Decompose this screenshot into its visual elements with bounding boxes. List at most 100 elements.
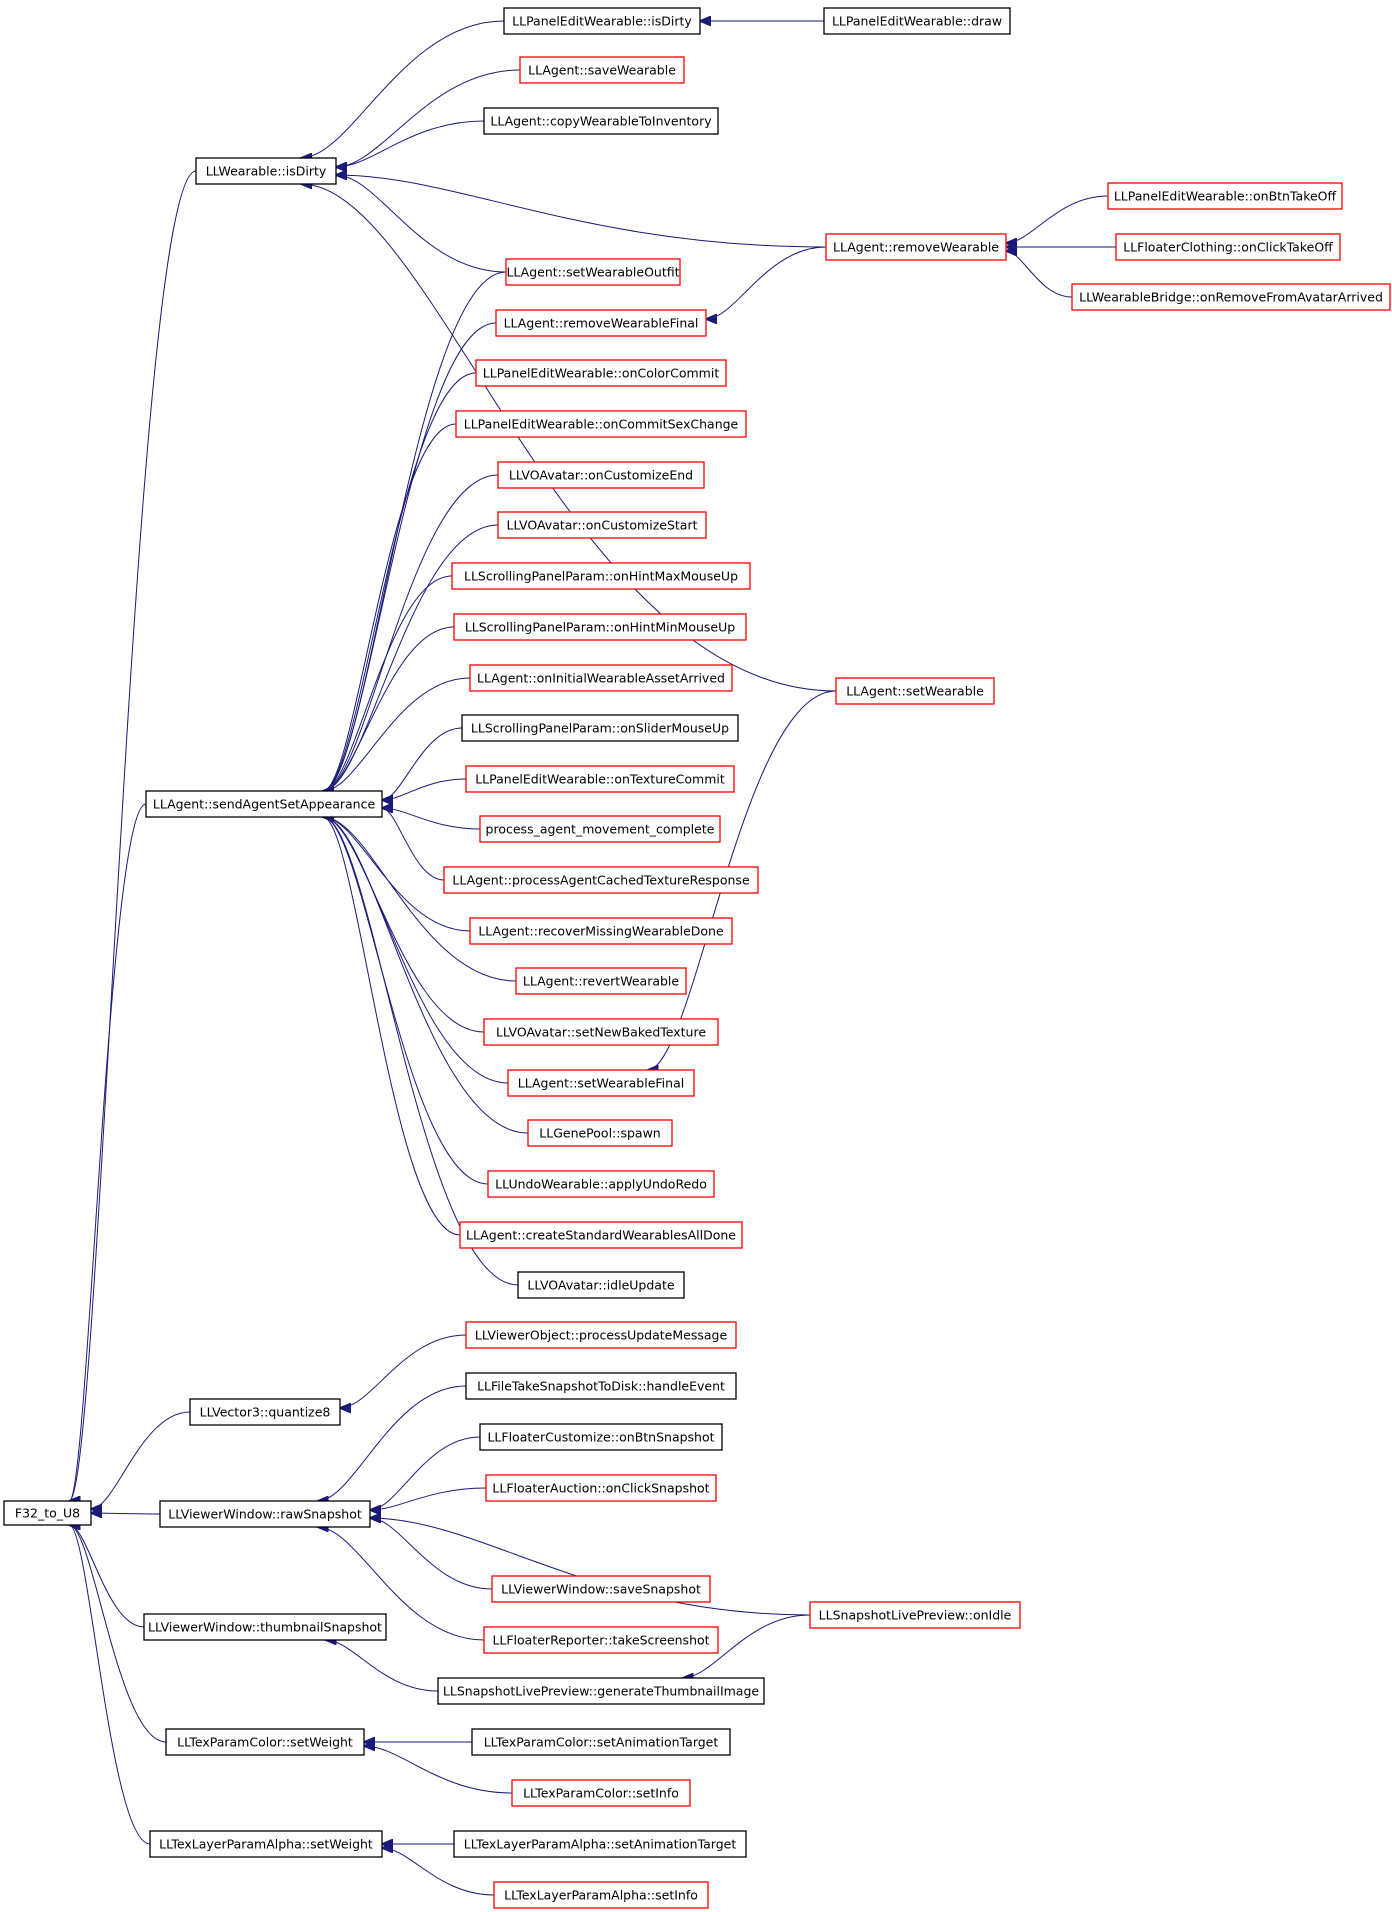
node-llagent_removewearable[interactable]: LLAgent::removeWearable [825, 233, 1007, 261]
node-f32_to_u8[interactable]: F32_to_U8 [3, 1500, 92, 1526]
node-llpaneleditwearable_onbtntakeoff[interactable]: LLPanelEditWearable::onBtnTakeOff [1107, 182, 1343, 210]
node-box[interactable] [159, 1500, 371, 1528]
node-box[interactable] [515, 967, 687, 995]
node-llvector3_quantize8[interactable]: LLVector3::quantize8 [189, 1398, 341, 1426]
node-box[interactable] [1071, 283, 1391, 311]
node-box[interactable] [809, 1601, 1021, 1629]
node-box[interactable] [465, 765, 735, 793]
node-llagent_setwearablefinal[interactable]: LLAgent::setWearableFinal [507, 1069, 695, 1097]
node-box[interactable] [483, 1626, 719, 1654]
node-llviewerwindow_thumbnailsnapshot[interactable]: LLViewerWindow::thumbnailSnapshot [143, 1613, 387, 1641]
node-box[interactable] [455, 410, 747, 438]
node-box[interactable] [451, 562, 751, 590]
node-box[interactable] [497, 511, 707, 539]
node-llagent_sendagentsetappearance[interactable]: LLAgent::sendAgentSetAppearance [145, 790, 383, 818]
node-llagent_savewearable[interactable]: LLAgent::saveWearable [519, 56, 685, 84]
node-lltexlayerparamalpha_setanimationtarget[interactable]: LLTexLayerParamAlpha::setAnimationTarget [453, 1830, 747, 1858]
node-llpaneleditwearable_draw[interactable]: LLPanelEditWearable::draw [823, 7, 1011, 35]
node-box[interactable] [493, 1881, 709, 1909]
node-box[interactable] [469, 664, 733, 692]
node-llpaneleditwearable_oncommitsexchange[interactable]: LLPanelEditWearable::onCommitSexChange [455, 410, 747, 438]
node-box[interactable] [495, 309, 707, 337]
node-box[interactable] [1107, 182, 1343, 210]
node-box[interactable] [143, 1613, 387, 1641]
node-box[interactable] [195, 157, 337, 185]
node-llagent_removewearablefinal[interactable]: LLAgent::removeWearableFinal [495, 309, 707, 337]
node-box[interactable] [497, 461, 705, 489]
node-llagent_recovermissingwearabledone[interactable]: LLAgent::recoverMissingWearableDone [469, 917, 733, 945]
node-box[interactable] [459, 1221, 743, 1249]
node-llscrollingpanelparam_onhintminmouseup[interactable]: LLScrollingPanelParam::onHintMinMouseUp [453, 613, 747, 641]
node-llfloatercustomize_onbtnsnapshot[interactable]: LLFloaterCustomize::onBtnSnapshot [479, 1423, 723, 1451]
node-box[interactable] [149, 1830, 383, 1858]
node-box[interactable] [465, 1321, 737, 1349]
node-box[interactable] [823, 7, 1011, 35]
node-box[interactable] [471, 1728, 731, 1756]
node-box[interactable] [503, 7, 701, 35]
node-llwearablebridge_onremovefromavatararrived[interactable]: LLWearableBridge::onRemoveFromAvatarArri… [1071, 283, 1391, 311]
node-box[interactable] [835, 677, 995, 705]
node-lltexparamcolor_setinfo[interactable]: LLTexParamColor::setInfo [511, 1779, 691, 1807]
node-box[interactable] [3, 1500, 92, 1526]
node-llagent_oninitialwearableassetarrived[interactable]: LLAgent::onInitialWearableAssetArrived [469, 664, 733, 692]
node-llagent_createstandardwearablesalldone[interactable]: LLAgent::createStandardWearablesAllDone [459, 1221, 743, 1249]
node-llpaneleditwearable_isdirty[interactable]: LLPanelEditWearable::isDirty [503, 7, 701, 35]
node-llfloaterclothing_onclicktakeoff[interactable]: LLFloaterClothing::onClickTakeOff [1115, 233, 1341, 261]
node-llscrollingpanelparam_onhintmaxmouseup[interactable]: LLScrollingPanelParam::onHintMaxMouseUp [451, 562, 751, 590]
node-box[interactable] [453, 613, 747, 641]
node-llvoavatar_setnewbakedtexture[interactable]: LLVOAvatar::setNewBakedTexture [483, 1018, 719, 1046]
node-llsnapshotlivepreview_generatethumbnailimage[interactable]: LLSnapshotLivePreview::generateThumbnail… [437, 1677, 765, 1705]
node-llvoavatar_idleupdate[interactable]: LLVOAvatar::idleUpdate [517, 1271, 685, 1299]
node-box[interactable] [479, 815, 721, 843]
node-box[interactable] [465, 1372, 737, 1400]
node-llagent_setwearableoutfit[interactable]: LLAgent::setWearableOutfit [505, 258, 681, 286]
node-box[interactable] [189, 1398, 341, 1426]
node-llpaneleditwearable_oncolorcommit[interactable]: LLPanelEditWearable::onColorCommit [475, 359, 727, 387]
node-llagent_processagentcachedtextureresponse[interactable]: LLAgent::processAgentCachedTextureRespon… [443, 866, 759, 894]
node-llfloaterreporter_takescreenshot[interactable]: LLFloaterReporter::takeScreenshot [483, 1626, 719, 1654]
node-llagent_setwearable[interactable]: LLAgent::setWearable [835, 677, 995, 705]
node-llviewerwindow_savesnapshot[interactable]: LLViewerWindow::saveSnapshot [491, 1575, 711, 1603]
node-llagent_copywearabletoinventory[interactable]: LLAgent::copyWearableToInventory [483, 107, 719, 135]
node-llsnapshotlivepreview_onidle[interactable]: LLSnapshotLivePreview::onIdle [809, 1601, 1021, 1629]
node-box[interactable] [517, 1271, 685, 1299]
node-llundowearable_applyundoredo[interactable]: LLUndoWearable::applyUndoRedo [487, 1170, 715, 1198]
node-process_agent_movement_complete[interactable]: process_agent_movement_complete [479, 815, 721, 843]
node-llwearable_isdirty[interactable]: LLWearable::isDirty [195, 157, 337, 185]
node-llvoavatar_oncustomizestart[interactable]: LLVOAvatar::onCustomizeStart [497, 511, 707, 539]
node-box[interactable] [519, 56, 685, 84]
node-box[interactable] [491, 1575, 711, 1603]
node-box[interactable] [507, 1069, 695, 1097]
node-lltexparamcolor_setanimationtarget[interactable]: LLTexParamColor::setAnimationTarget [471, 1728, 731, 1756]
node-box[interactable] [475, 359, 727, 387]
node-llpaneleditwearable_ontexturecommit[interactable]: LLPanelEditWearable::onTextureCommit [465, 765, 735, 793]
node-box[interactable] [145, 790, 383, 818]
node-lltexlayerparamalpha_setweight[interactable]: LLTexLayerParamAlpha::setWeight [149, 1830, 383, 1858]
node-box[interactable] [505, 258, 681, 286]
node-llagent_revertwearable[interactable]: LLAgent::revertWearable [515, 967, 687, 995]
node-llviewerwindow_rawsnapshot[interactable]: LLViewerWindow::rawSnapshot [159, 1500, 371, 1528]
node-llfiletakesnapshottodisk_handleevent[interactable]: LLFileTakeSnapshotToDisk::handleEvent [465, 1372, 737, 1400]
node-box[interactable] [443, 866, 759, 894]
node-llscrollingpanelparam_onslidermouseup[interactable]: LLScrollingPanelParam::onSliderMouseUp [461, 714, 739, 742]
node-box[interactable] [165, 1728, 365, 1756]
node-box[interactable] [511, 1779, 691, 1807]
node-box[interactable] [483, 107, 719, 135]
node-box[interactable] [461, 714, 739, 742]
node-box[interactable] [487, 1170, 715, 1198]
node-box[interactable] [437, 1677, 765, 1705]
node-lltexparamcolor_setweight[interactable]: LLTexParamColor::setWeight [165, 1728, 365, 1756]
node-box[interactable] [527, 1119, 673, 1147]
node-llgenepool_spawn[interactable]: LLGenePool::spawn [527, 1119, 673, 1147]
node-box[interactable] [483, 1018, 719, 1046]
node-llfloaterauction_onclicksnapshot[interactable]: LLFloaterAuction::onClickSnapshot [485, 1474, 717, 1502]
node-box[interactable] [469, 917, 733, 945]
node-box[interactable] [825, 233, 1007, 261]
node-llviewerobject_processupdatemessage[interactable]: LLViewerObject::processUpdateMessage [465, 1321, 737, 1349]
node-box[interactable] [453, 1830, 747, 1858]
node-lltexlayerparamalpha_setinfo[interactable]: LLTexLayerParamAlpha::setInfo [493, 1881, 709, 1909]
node-llvoavatar_oncustomizeend[interactable]: LLVOAvatar::onCustomizeEnd [497, 461, 705, 489]
node-box[interactable] [485, 1474, 717, 1502]
node-box[interactable] [1115, 233, 1341, 261]
node-box[interactable] [479, 1423, 723, 1451]
